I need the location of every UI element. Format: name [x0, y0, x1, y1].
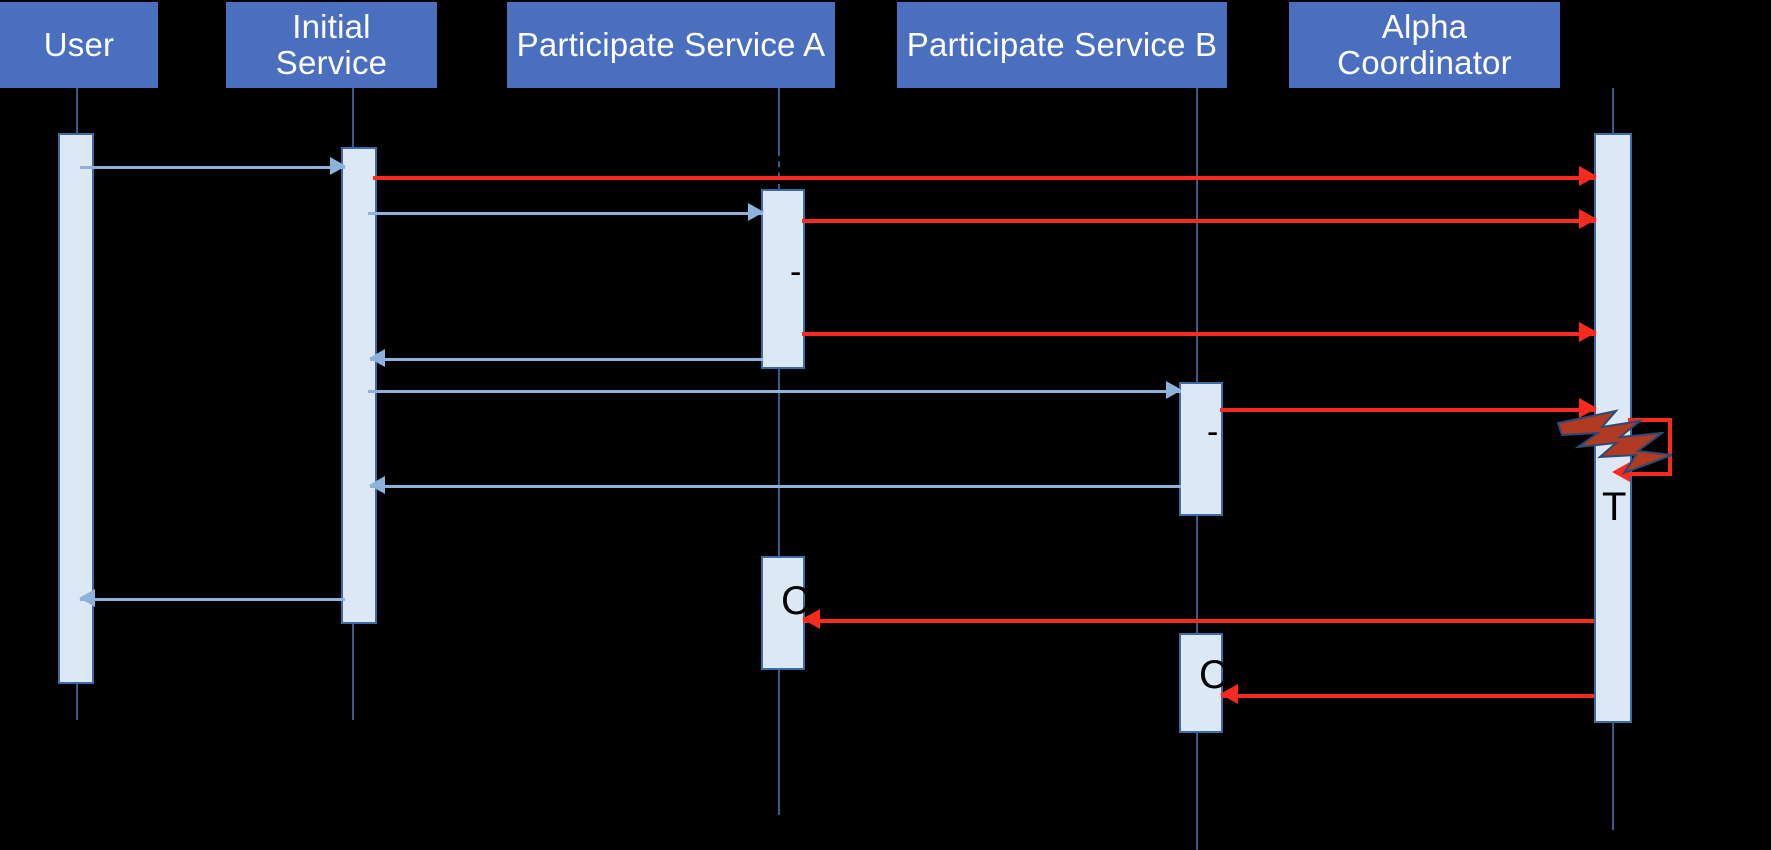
message-shaft	[1221, 694, 1594, 698]
arrowhead-left-icon	[79, 589, 95, 607]
participant-box-participate-service-a[interactable]: Participate Service A	[507, 2, 835, 88]
lifeline-participate-service-a-lower	[778, 190, 780, 815]
message-shaft	[370, 358, 763, 361]
arrowhead-right-icon	[1579, 398, 1597, 418]
self-message-coordinator[interactable]	[1612, 418, 1672, 482]
lightning-bolt-icon	[1554, 403, 1674, 477]
label-service-b-prepare: -	[1207, 413, 1219, 451]
arrowhead-right-icon	[748, 203, 764, 221]
arrowhead-right-icon	[1579, 209, 1597, 229]
participant-box-participate-service-b[interactable]: Participate Service B	[897, 2, 1227, 88]
participant-box-initial-service[interactable]: Initial Service	[226, 2, 437, 88]
activation-participate-service-b-commit	[1179, 633, 1223, 733]
label-service-a-prepare: -	[790, 253, 802, 291]
arrowhead-left-icon	[1220, 684, 1238, 704]
activation-participate-service-b-prepare	[1179, 382, 1223, 516]
message-shaft	[368, 390, 1181, 393]
arrowhead-left-icon	[1612, 462, 1630, 482]
participant-box-alpha-coordinator[interactable]: Alpha Coordinator	[1289, 2, 1560, 88]
arrowhead-left-icon	[369, 349, 385, 367]
arrowhead-right-icon	[1579, 322, 1597, 342]
message-shaft	[1220, 408, 1596, 412]
participant-box-user[interactable]: User	[0, 2, 158, 88]
message-shaft	[80, 598, 345, 601]
arrowhead-right-icon	[330, 157, 346, 175]
message-shaft	[373, 176, 1596, 180]
message-shaft	[80, 166, 345, 169]
message-shaft	[803, 619, 1594, 623]
arrowhead-left-icon	[802, 609, 820, 629]
label-service-b-commit: C	[1199, 653, 1228, 697]
activation-participate-service-a-prepare	[761, 189, 805, 369]
message-shaft	[802, 219, 1596, 223]
message-shaft	[370, 485, 1181, 488]
lifeline-participate-service-a-upper	[778, 88, 780, 150]
message-shaft	[368, 212, 763, 215]
label-service-a-commit: C	[781, 579, 810, 623]
message-shaft	[802, 332, 1596, 336]
arrowhead-right-icon	[1166, 381, 1182, 399]
arrowhead-right-icon	[1579, 166, 1597, 186]
label-coordinator-transaction: T	[1602, 485, 1627, 529]
activation-initial-service	[341, 147, 377, 624]
lifeline-participate-service-a-dashed	[778, 150, 780, 190]
arrowhead-left-icon	[369, 476, 385, 494]
